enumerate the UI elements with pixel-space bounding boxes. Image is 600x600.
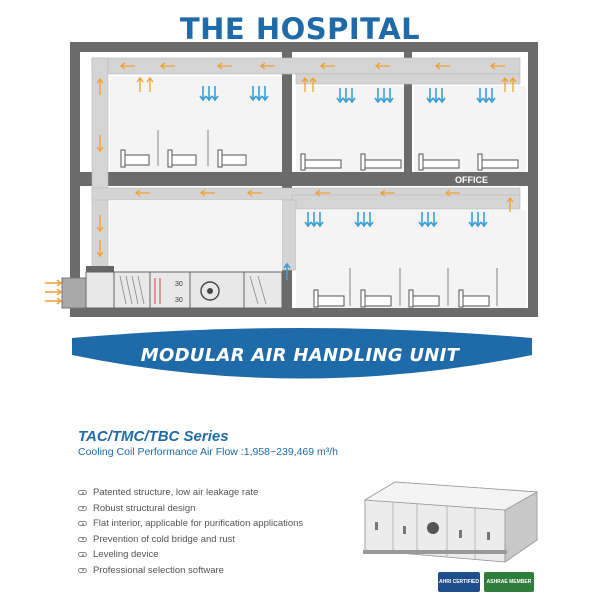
bullet-icon — [78, 552, 87, 558]
supply-air-arrows — [199, 86, 496, 280]
hospital-beds — [120, 149, 519, 308]
feature-item: Patented structure, low air leakage rate — [78, 485, 303, 501]
page-title: THE HOSPITAL — [179, 12, 421, 46]
ashrae-logo: ASHRAE MEMBER — [484, 572, 534, 592]
duct-network — [91, 57, 521, 271]
feature-item: Prevention of cold bridge and rust — [78, 532, 303, 548]
series-title: TAC/TMC/TBC Series — [78, 428, 229, 445]
banner-title: MODULAR AIR HANDLING UNIT — [140, 345, 460, 366]
coil-mark-1: 30 — [175, 281, 183, 288]
feature-list: Patented structure, low air leakage rate… — [78, 485, 303, 578]
series-subtitle: Cooling Coil Performance Air Flow :1,958… — [78, 446, 339, 458]
ahri-certified-logo: AHRI CERTIFIED — [438, 572, 480, 592]
bullet-icon — [78, 505, 87, 511]
iv-poles — [157, 130, 498, 306]
feature-item: Robust structural design — [78, 501, 303, 517]
feature-item: Professional selection software — [78, 563, 303, 579]
feature-item: Flat interior, applicable for purificati… — [78, 516, 303, 532]
building-diagram: 30 30 OFFICE — [45, 42, 538, 317]
building-walls — [70, 42, 538, 317]
coil-mark-2: 30 — [175, 297, 183, 304]
intake-arrows — [45, 279, 63, 305]
office-label: OFFICE — [455, 175, 488, 185]
return-air-arrows — [96, 62, 517, 258]
bullet-icon — [78, 567, 87, 573]
bullet-icon — [78, 521, 87, 527]
product-photo — [363, 481, 539, 563]
bullet-icon — [78, 536, 87, 542]
feature-item: Leveling device — [78, 547, 303, 563]
air-handling-unit — [61, 266, 283, 309]
bullet-icon — [78, 490, 87, 496]
